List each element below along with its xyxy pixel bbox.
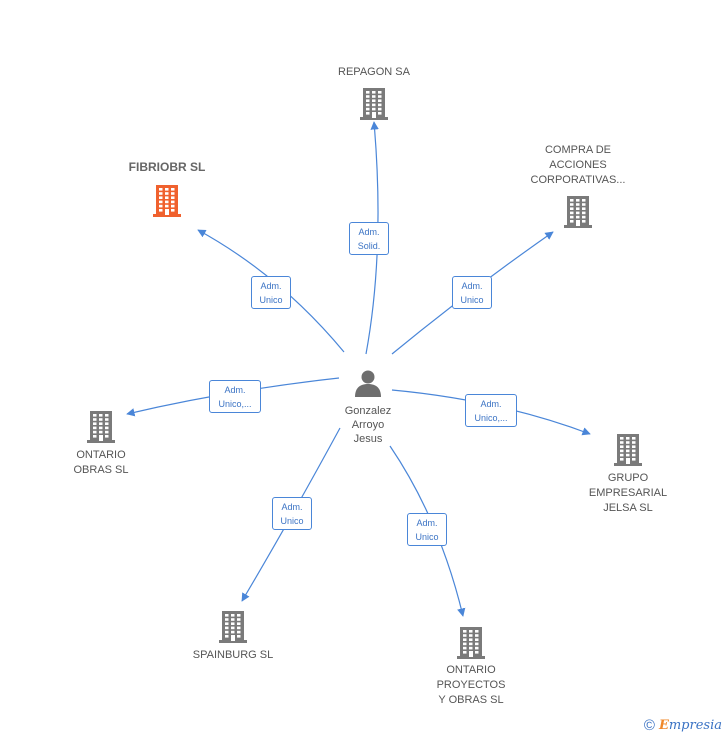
- person-name[interactable]: Gonzalez Arroyo Jesus: [344, 405, 392, 445]
- brand-logo: Empresia: [658, 718, 722, 733]
- company-name[interactable]: COMPRA DE ACCIONES CORPORATIVAS...: [530, 144, 626, 186]
- relation-label-spainburg[interactable]: Adm. Unico: [272, 497, 312, 530]
- building-icon[interactable]: [360, 86, 388, 125]
- building-icon[interactable]: [614, 432, 642, 471]
- relation-label-ontario-proyectos[interactable]: Adm. Unico: [407, 513, 447, 546]
- building-icon[interactable]: [87, 409, 115, 448]
- copyright-icon: ©: [643, 717, 655, 734]
- company-name[interactable]: FIBRIOBR SL: [128, 160, 206, 174]
- company-name[interactable]: ONTARIO PROYECTOS Y OBRAS SL: [436, 664, 506, 706]
- building-icon[interactable]: [457, 625, 485, 664]
- company-name[interactable]: SPAINBURG SL: [192, 649, 274, 661]
- relation-label-repagon[interactable]: Adm. Solid.: [349, 222, 389, 255]
- relation-label-fibriobr[interactable]: Adm. Unico: [251, 276, 291, 309]
- relation-label-compra[interactable]: Adm. Unico: [452, 276, 492, 309]
- relation-label-ontario-obras[interactable]: Adm. Unico,...: [209, 380, 261, 413]
- building-icon[interactable]: [219, 609, 247, 648]
- company-name[interactable]: GRUPO EMPRESARIAL JELSA SL: [588, 472, 668, 514]
- building-icon[interactable]: [153, 183, 181, 222]
- relation-label-grupo[interactable]: Adm. Unico,...: [465, 394, 517, 427]
- company-name[interactable]: REPAGON SA: [338, 66, 410, 78]
- person-icon[interactable]: [354, 369, 382, 402]
- building-icon[interactable]: [564, 194, 592, 233]
- company-name[interactable]: ONTARIO OBRAS SL: [73, 449, 129, 476]
- footer-brand[interactable]: © Empresia: [644, 717, 722, 734]
